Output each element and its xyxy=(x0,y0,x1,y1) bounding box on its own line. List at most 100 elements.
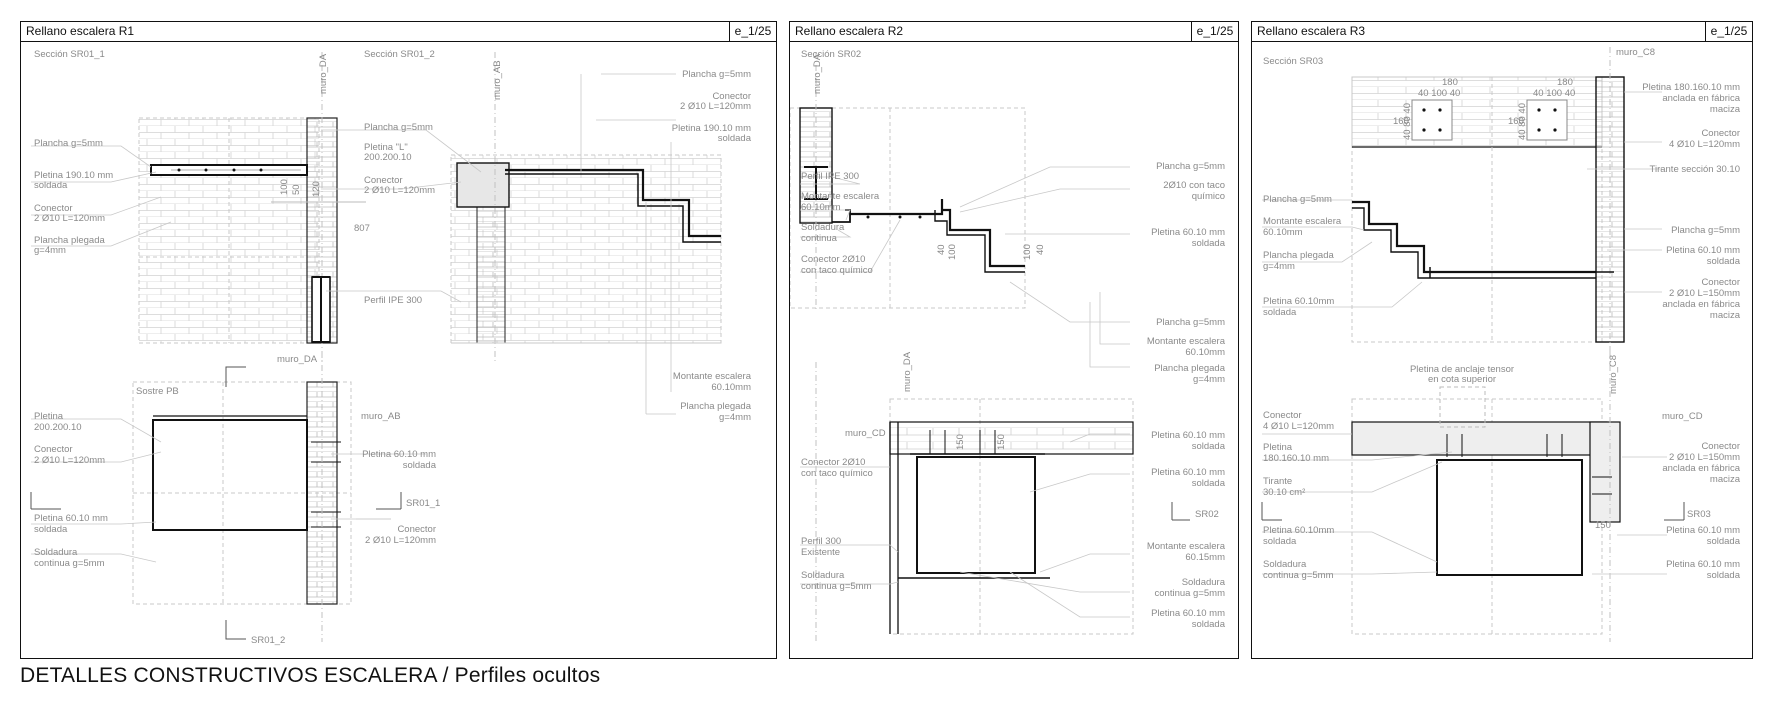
dimension: 100 xyxy=(279,179,290,195)
label: Montante escalera xyxy=(801,191,880,202)
label: Sostre PB xyxy=(136,386,179,397)
label: Conector xyxy=(397,524,436,535)
label: 30.10 cm² xyxy=(1263,487,1305,498)
label: Tirante xyxy=(1263,476,1292,487)
label: maciza xyxy=(1710,310,1741,321)
label: Montante escalera xyxy=(673,371,752,382)
label: g=4mm xyxy=(1193,374,1225,385)
label: continua xyxy=(801,233,838,244)
wall-label: muro_AB xyxy=(361,411,401,422)
panel-scale-code: e_1/25 xyxy=(1191,22,1238,41)
label: Plancha plegada xyxy=(1154,363,1225,374)
label: Plancha g=5mm xyxy=(364,122,433,133)
label: Conector xyxy=(1263,410,1302,421)
wall-label: muro_DA xyxy=(318,53,329,94)
label: soldada xyxy=(34,180,68,191)
wall-label: muro_DA xyxy=(277,354,318,365)
label: con taco químico xyxy=(801,265,873,276)
wall-label: muro_DA xyxy=(812,53,823,94)
label: 2 Ø10 L=150mm xyxy=(1669,288,1740,299)
dimension: 160 xyxy=(1393,116,1409,127)
section-mark: SR01_2 xyxy=(251,635,285,646)
label: g=4mm xyxy=(1263,261,1295,272)
label: Pletina xyxy=(1263,442,1293,453)
label: Pletina 60.10mm xyxy=(1263,296,1334,307)
label: g=4mm xyxy=(719,412,751,423)
dimension: 150 xyxy=(996,434,1007,450)
dimension: 50 xyxy=(291,184,302,195)
dimension: 40 100 40 xyxy=(1418,88,1460,99)
panel-scale-code: e_1/25 xyxy=(1705,22,1752,41)
label: 2 Ø10 L=120mm xyxy=(365,535,436,546)
label: soldada xyxy=(1707,256,1741,267)
label: Plancha g=5mm xyxy=(1156,161,1225,172)
panel-title: Rellano escalera R2 xyxy=(795,24,904,38)
drawing-r3: Sección SR03 muro_C8 Pletina 180.160.10 … xyxy=(1261,47,1741,642)
label: Pletina de anclaje tensor xyxy=(1410,364,1514,375)
label: Soldadura xyxy=(1182,577,1226,588)
label: 2Ø10 con taco xyxy=(1163,180,1225,191)
label: 200.200.10 xyxy=(34,422,82,433)
label: Existente xyxy=(801,547,840,558)
drawing-r1: Sección SR01_1 Sección SR01_2 muro_DA mu… xyxy=(30,49,752,646)
label: 200.200.10 xyxy=(364,152,412,163)
panel-header: Rellano escalera R1 e_1/25 xyxy=(21,22,776,42)
section-mark: SR03 xyxy=(1687,509,1711,520)
section-mark: SR01_1 xyxy=(406,498,440,509)
label: Plancha g=5mm xyxy=(1671,225,1740,236)
dimension: 100 xyxy=(947,244,958,260)
detail-panel-r3: Rellano escalera R3 e_1/25 xyxy=(1251,21,1753,659)
drawing-r2: Sección SR02 muro_DA Perfil IPE 300 Mont… xyxy=(790,49,1226,642)
label: Conector xyxy=(1701,128,1740,139)
label: Conector xyxy=(34,444,73,455)
label: 2 Ø10 L=120mm xyxy=(34,213,105,224)
label: Conector xyxy=(34,203,73,214)
label: Pletina 60.10 mm xyxy=(1666,559,1740,570)
label: anclada en fábrica xyxy=(1662,463,1740,474)
dimension: 180 xyxy=(1557,77,1573,88)
label: 60.10mm xyxy=(1185,347,1225,358)
label: Sección SR01_1 xyxy=(34,49,105,60)
label: maciza xyxy=(1710,474,1741,485)
label: Pletina 190.10 mm xyxy=(672,123,751,134)
label: soldada xyxy=(34,524,68,535)
panel-title: Rellano escalera R3 xyxy=(1257,24,1366,38)
label: químico xyxy=(1192,191,1225,202)
label: anclada en fábrica xyxy=(1662,93,1740,104)
label: Pletina "L" xyxy=(364,142,408,153)
label: Sección SR01_2 xyxy=(364,49,435,60)
label: 60.10mm xyxy=(1263,227,1303,238)
label: Montante escalera xyxy=(1147,336,1226,347)
label: en cota superior xyxy=(1428,374,1496,385)
dimension: 150 xyxy=(1595,520,1611,531)
panel-header: Rellano escalera R3 e_1/25 xyxy=(1252,22,1752,42)
label: Pletina 60.10 mm xyxy=(1666,525,1740,536)
label: 4 Ø10 L=120mm xyxy=(1669,139,1740,150)
label: continua g=5mm xyxy=(1263,570,1334,581)
label: Montante escalera xyxy=(1147,541,1226,552)
dimension: 40 80 40 xyxy=(1517,103,1528,140)
label: 2 Ø10 L=120mm xyxy=(34,455,105,466)
label: Conector xyxy=(1701,441,1740,452)
label: 60.10mm xyxy=(711,382,751,393)
wall-label: muro_AB xyxy=(492,60,503,100)
dimension: 120 xyxy=(311,181,322,197)
label: Pletina 190.10 mm xyxy=(34,170,113,181)
label: soldada xyxy=(1192,238,1226,249)
label: Pletina 60.10 mm xyxy=(1666,245,1740,256)
label: Conector 2Ø10 xyxy=(801,457,865,468)
dimension: 807 xyxy=(354,223,370,234)
label: 2 Ø10 L=120mm xyxy=(364,185,435,196)
label: Pletina 60.10 mm xyxy=(1151,227,1225,238)
label: Conector 2Ø10 xyxy=(801,254,865,265)
panel-header: Rellano escalera R2 e_1/25 xyxy=(790,22,1238,42)
dimension: 180 xyxy=(1442,77,1458,88)
wall-label: muro_CD xyxy=(1662,411,1703,422)
label: Soldadura xyxy=(801,222,845,233)
label: 4 Ø10 L=120mm xyxy=(1263,421,1334,432)
label: Pletina 180.160.10 mm xyxy=(1642,82,1740,93)
sheet-title: DETALLES CONSTRUCTIVOS ESCALERA / Perfil… xyxy=(20,664,601,687)
label: Soldadura xyxy=(1263,559,1307,570)
label: Pletina 60.10 mm xyxy=(362,449,436,460)
wall-label: muro_CD xyxy=(845,428,886,439)
